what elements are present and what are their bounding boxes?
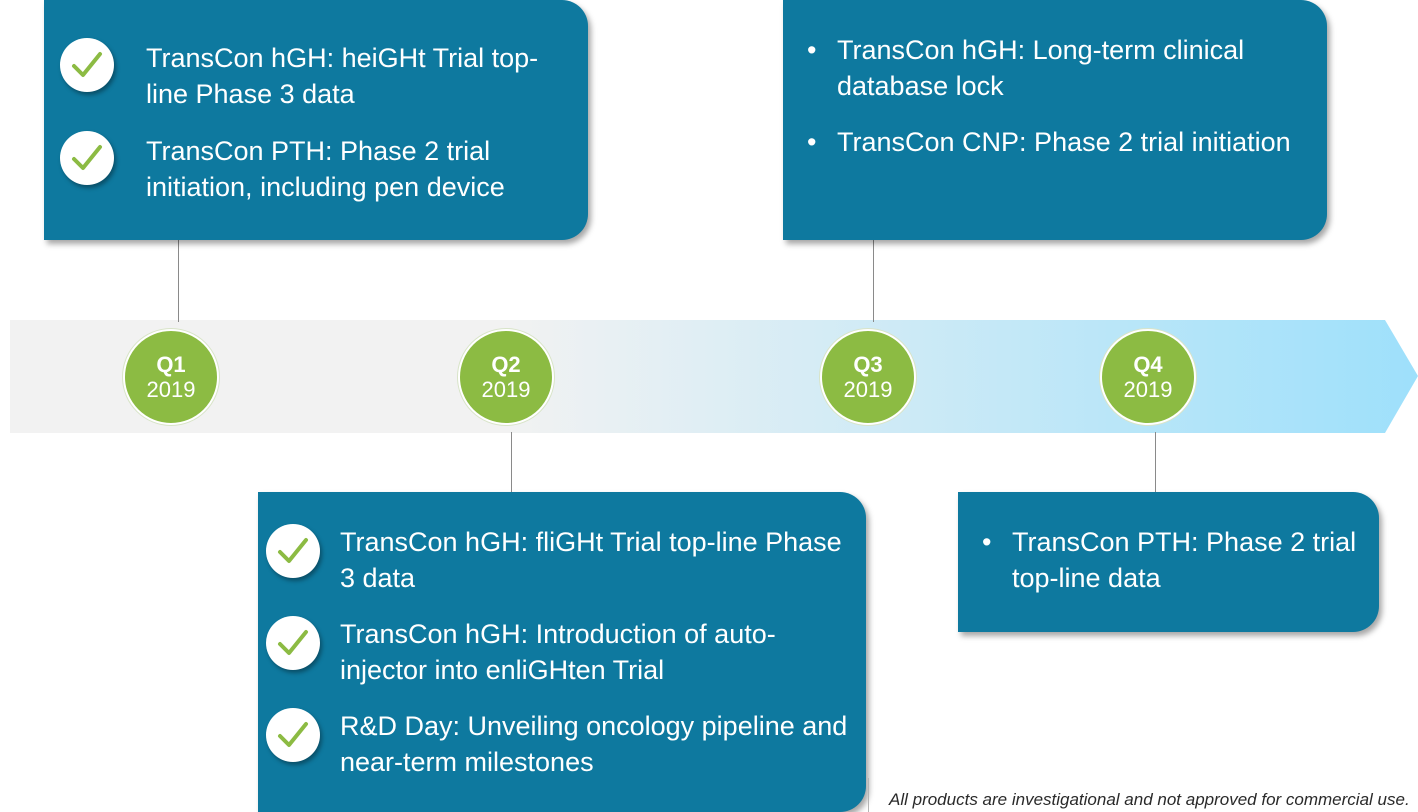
quarter-label: Q3 bbox=[853, 351, 883, 377]
quarter-year: 2019 bbox=[146, 377, 196, 402]
check-icon bbox=[266, 708, 320, 762]
milestone-item: TransCon PTH: Phase 2 trial initiation, … bbox=[60, 131, 576, 205]
quarter-q2: Q2 2019 bbox=[458, 329, 554, 425]
milestone-item: • TransCon CNP: Phase 2 trial initiation bbox=[807, 124, 1307, 160]
check-icon bbox=[266, 524, 320, 578]
check-icon bbox=[60, 131, 114, 185]
bullet: • bbox=[807, 127, 817, 157]
milestone-card-q4: • TransCon PTH: Phase 2 trial top-line d… bbox=[958, 492, 1379, 632]
milestone-item: TransCon hGH: heiGHt Trial top-line Phas… bbox=[60, 38, 576, 112]
timeline-arrow-band bbox=[0, 320, 1418, 433]
quarter-label: Q2 bbox=[491, 351, 521, 377]
connector-q2 bbox=[511, 432, 512, 492]
quarter-q3: Q3 2019 bbox=[820, 329, 916, 425]
footnote: All products are investigational and not… bbox=[868, 778, 1418, 812]
quarter-label: Q1 bbox=[156, 351, 186, 377]
milestone-item: • TransCon PTH: Phase 2 trial top-line d… bbox=[982, 524, 1382, 596]
milestone-text: TransCon hGH: Introduction of auto-injec… bbox=[340, 619, 776, 685]
milestone-item: R&D Day: Unveiling oncology pipeline and… bbox=[266, 708, 850, 780]
quarter-q4: Q4 2019 bbox=[1100, 329, 1196, 425]
milestone-text: TransCon hGH: Long-term clinical databas… bbox=[837, 35, 1245, 101]
milestone-text: R&D Day: Unveiling oncology pipeline and… bbox=[340, 711, 848, 777]
milestone-card-q3: • TransCon hGH: Long-term clinical datab… bbox=[783, 0, 1327, 240]
milestone-text: TransCon hGH: heiGHt Trial top-line Phas… bbox=[146, 43, 539, 109]
bullet: • bbox=[982, 527, 992, 557]
connector-q3 bbox=[873, 240, 874, 322]
quarter-q1: Q1 2019 bbox=[123, 329, 219, 425]
connector-q4 bbox=[1155, 432, 1156, 492]
milestone-item: • TransCon hGH: Long-term clinical datab… bbox=[807, 32, 1307, 104]
quarter-year: 2019 bbox=[1123, 377, 1173, 402]
milestone-text: TransCon CNP: Phase 2 trial initiation bbox=[837, 127, 1291, 157]
check-icon bbox=[60, 38, 114, 92]
quarter-label: Q4 bbox=[1133, 351, 1163, 377]
milestone-card-q2: TransCon hGH: fliGHt Trial top-line Phas… bbox=[258, 492, 866, 812]
milestone-item: TransCon hGH: fliGHt Trial top-line Phas… bbox=[266, 524, 850, 596]
milestone-text: TransCon PTH: Phase 2 trial initiation, … bbox=[146, 136, 505, 202]
milestone-item: TransCon hGH: Introduction of auto-injec… bbox=[266, 616, 850, 688]
milestone-card-q1: TransCon hGH: heiGHt Trial top-line Phas… bbox=[44, 0, 588, 240]
bullet: • bbox=[807, 35, 817, 65]
timeline-arrow-shape bbox=[10, 320, 1418, 433]
milestone-text: TransCon hGH: fliGHt Trial top-line Phas… bbox=[340, 527, 842, 593]
connector-q1 bbox=[178, 240, 179, 322]
check-icon bbox=[266, 616, 320, 670]
milestone-text: TransCon PTH: Phase 2 trial top-line dat… bbox=[1012, 527, 1357, 593]
quarter-year: 2019 bbox=[481, 377, 531, 402]
quarter-year: 2019 bbox=[843, 377, 893, 402]
